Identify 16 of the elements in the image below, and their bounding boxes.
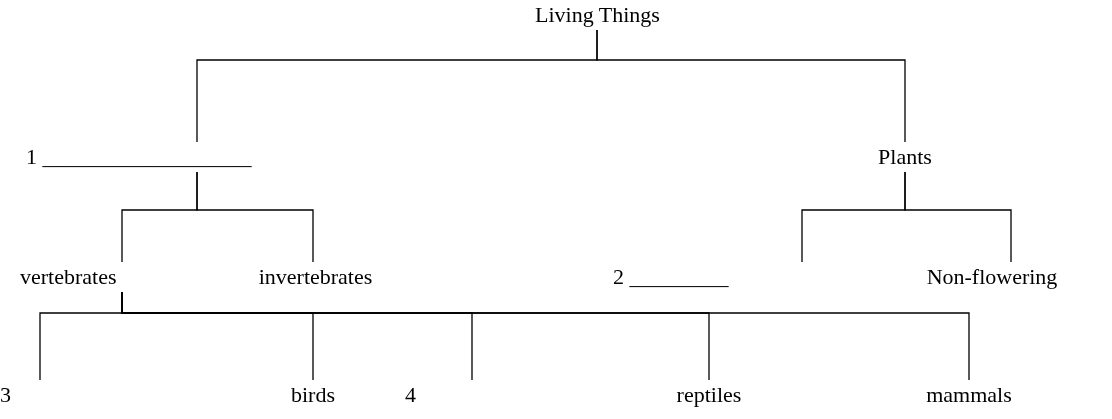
connector-line (196, 171, 314, 263)
connector-line (904, 171, 1012, 263)
connector-line (596, 29, 906, 143)
node-label: 3 (0, 382, 11, 408)
node-label: mammals (926, 382, 1012, 408)
node-label: reptiles (676, 382, 742, 408)
node-label: Non-flowering (926, 264, 1058, 290)
node-label: vertebrates (20, 264, 117, 290)
node-label: Living Things (535, 2, 660, 28)
node-label: 2 _________ (613, 264, 729, 290)
node-label: 1 ___________________ (26, 144, 252, 170)
node-label: 4 (405, 382, 416, 408)
node-label: Plants (878, 144, 932, 170)
connector-line (121, 291, 970, 381)
node-label: invertebrates (258, 264, 373, 290)
node-label: birds (291, 382, 335, 408)
